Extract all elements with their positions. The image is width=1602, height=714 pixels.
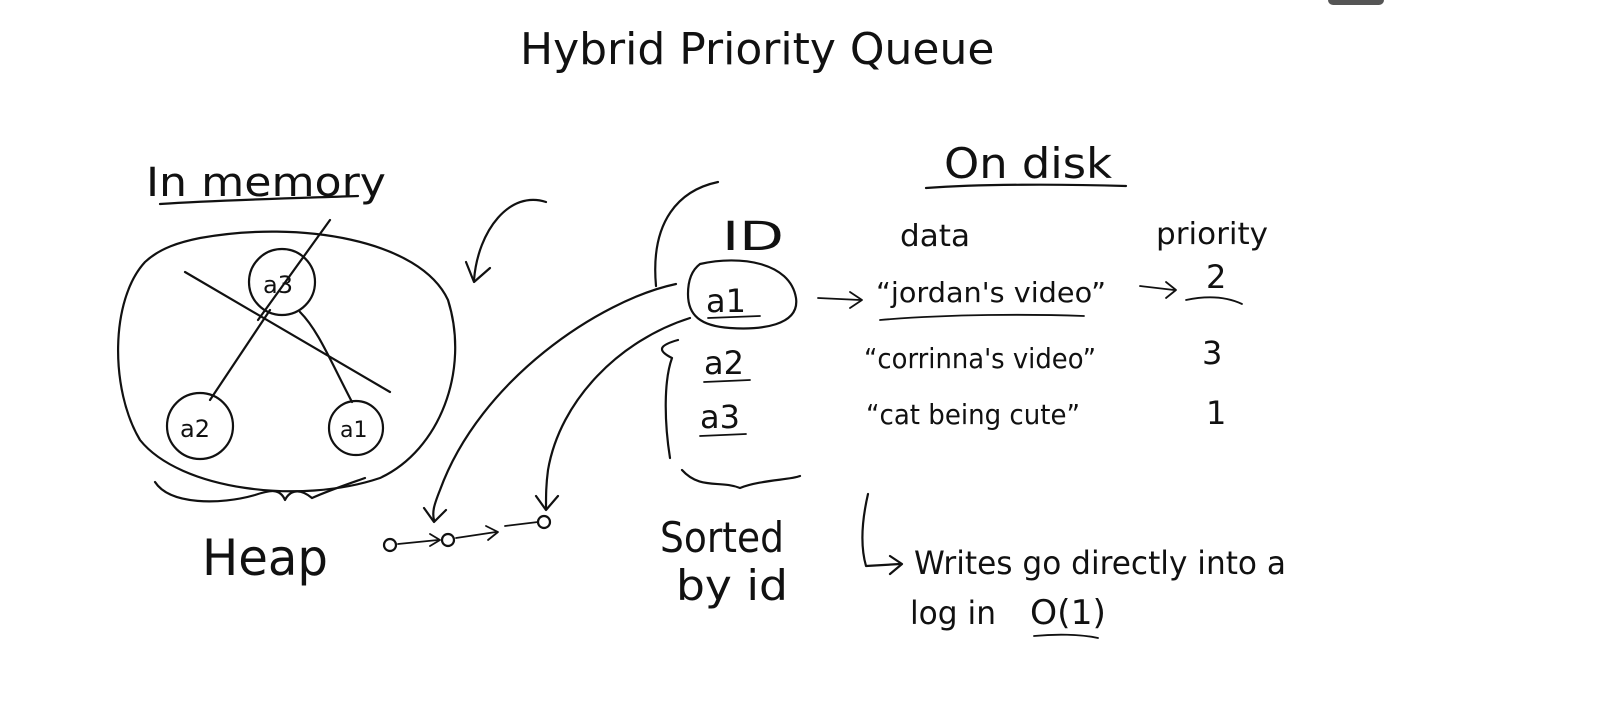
row-a1-data-underline <box>879 313 1085 321</box>
sorted-label-line1: Sorted <box>660 513 784 562</box>
row-a1-data-arrow <box>817 297 861 301</box>
sorted-label-line2: by id <box>676 561 788 610</box>
row-a2-id-underline <box>703 379 751 383</box>
pointer-a1-to-chain-head <box>422 506 448 524</box>
row-a1-priority-underline <box>1185 296 1243 305</box>
column-header-data: data <box>900 219 970 254</box>
write-note-complexity: O(1) <box>1030 593 1106 633</box>
window-handle <box>1328 0 1384 5</box>
row-a2-id: a2 <box>704 344 744 382</box>
row-a1-circle <box>686 259 798 330</box>
heap-label: Heap <box>202 529 328 587</box>
row-a3-id: a3 <box>700 398 740 436</box>
row-a3-id-underline <box>699 433 747 437</box>
row-a1-data-arrow-head <box>849 291 863 309</box>
chain-link-3 <box>504 521 539 527</box>
row-a1-priority-arrow <box>1139 285 1175 291</box>
heap-node-root <box>247 247 317 317</box>
id-column-brace <box>680 468 802 490</box>
heap-node-right-label: a1 <box>340 418 367 443</box>
chain-node-2 <box>440 532 456 548</box>
chain-link-2 <box>455 531 497 539</box>
row-a2-priority: 3 <box>1202 334 1222 372</box>
heap-node-right <box>327 399 385 457</box>
row-a2-data: “corrinna's video” <box>864 342 1096 375</box>
write-note-line1: Writes go directly into a <box>914 544 1286 582</box>
pointer-a1-to-chain-tail-head <box>534 494 560 512</box>
chain-link-1 <box>397 539 439 545</box>
heap-edge-a3-a1 <box>298 310 354 404</box>
heap-edge-a3-a2 <box>208 308 272 402</box>
chain-arrowhead-2 <box>485 525 499 541</box>
write-note-complexity-underline <box>1033 633 1099 639</box>
strike-line-1 <box>183 270 392 394</box>
write-note-line2-prefix: log in <box>910 594 996 632</box>
disk-label: On disk <box>944 139 1113 188</box>
row-a1-priority-arrow-head <box>1165 281 1177 299</box>
row-a1-data: “jordan's video” <box>876 276 1106 309</box>
id-column-bracket <box>654 180 720 460</box>
column-header-priority: priority <box>1156 217 1268 252</box>
arrow-into-heap-head <box>464 260 492 284</box>
strike-line-2 <box>256 218 332 322</box>
arrow-into-heap <box>472 198 548 282</box>
diagram-title: Hybrid Priority Queue <box>520 24 994 75</box>
chain-node-1 <box>382 537 398 553</box>
row-a3-data: “cat being cute” <box>866 398 1080 431</box>
disk-underline <box>924 183 1128 190</box>
row-a1-id: a1 <box>706 282 746 320</box>
heap-node-left <box>165 391 235 461</box>
heap-node-left-label: a2 <box>180 415 210 443</box>
row-a1-id-underline <box>707 315 761 319</box>
row-a3-priority: 1 <box>1206 394 1226 432</box>
write-note-arrow-head <box>888 554 904 576</box>
column-header-id: ID <box>722 214 784 260</box>
write-note-arrow <box>861 492 902 568</box>
heap-node-root-label: a3 <box>263 271 293 299</box>
heap-brace <box>153 476 367 503</box>
pointer-a1-to-chain <box>432 282 678 522</box>
chain-node-3 <box>536 514 552 530</box>
memory-underline <box>158 194 360 206</box>
chain-arrowhead-1 <box>429 533 441 547</box>
pointer-a1-to-chain-tail <box>544 316 692 510</box>
row-a1-priority: 2 <box>1206 258 1226 296</box>
